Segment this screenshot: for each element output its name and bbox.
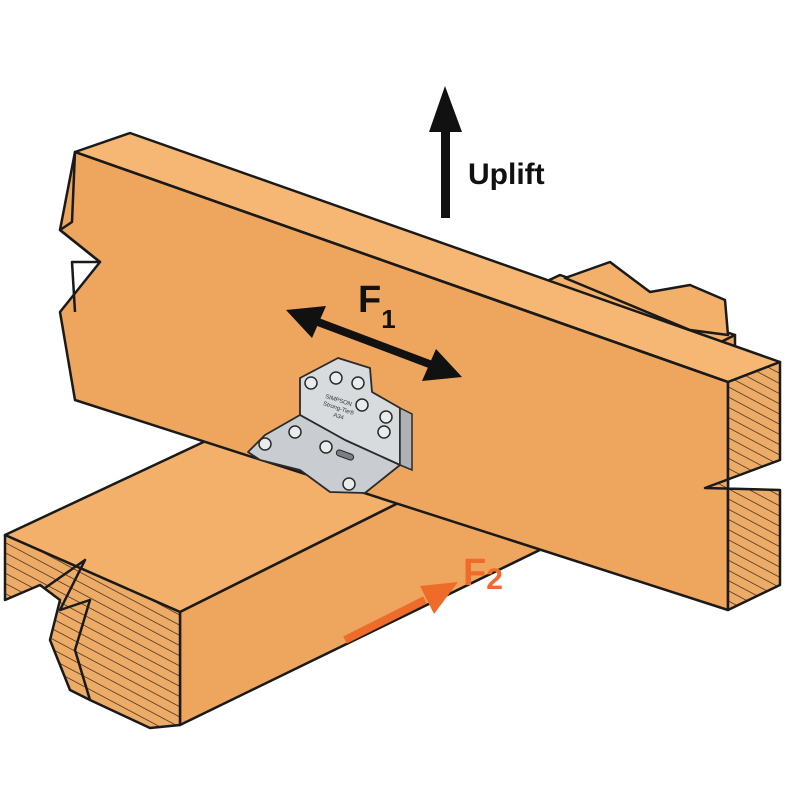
uplift-label: Uplift — [468, 158, 545, 191]
f1-label: F1 — [358, 279, 396, 334]
screw-icon — [288, 425, 302, 439]
upper-beam — [58, 131, 782, 612]
lower-joist-end-grain — [3, 533, 182, 730]
f1-double-arrow — [286, 306, 462, 381]
f1-label-main: F — [358, 279, 381, 321]
screw-icon — [258, 437, 272, 451]
screw-icon — [351, 376, 365, 390]
bracket-stamp-line3: A34 — [332, 413, 345, 422]
screw-icon — [377, 425, 391, 439]
screw-icon — [379, 410, 393, 424]
bracket-horizontal-leg — [247, 414, 401, 494]
upper-beam-end-grain — [703, 360, 782, 612]
upper-beam-break-line — [58, 151, 102, 313]
uplift-arrow-shaft — [441, 128, 450, 218]
screw-icon — [342, 477, 356, 491]
f1-label-subscript: 1 — [381, 304, 395, 334]
f2-arrow — [343, 582, 458, 644]
f2-label-subscript: 2 — [486, 563, 503, 596]
uplift-arrow — [429, 86, 462, 218]
f2-label: F2 — [463, 552, 503, 596]
bracket-screws — [258, 371, 393, 491]
screw-icon — [355, 398, 369, 412]
lower-joist-break-line — [44, 558, 92, 701]
screw-icon — [304, 376, 318, 390]
uplift-arrow-head — [429, 86, 462, 132]
angle-bracket: SIMPSON Strong-Tie® A34 — [247, 357, 413, 494]
bracket-slot — [335, 449, 355, 461]
screw-icon — [319, 440, 333, 454]
screw-icon — [329, 371, 343, 385]
lower-joist-far-end — [563, 260, 730, 337]
f2-label-main: F — [463, 552, 486, 594]
bracket-side-flange — [399, 406, 413, 472]
